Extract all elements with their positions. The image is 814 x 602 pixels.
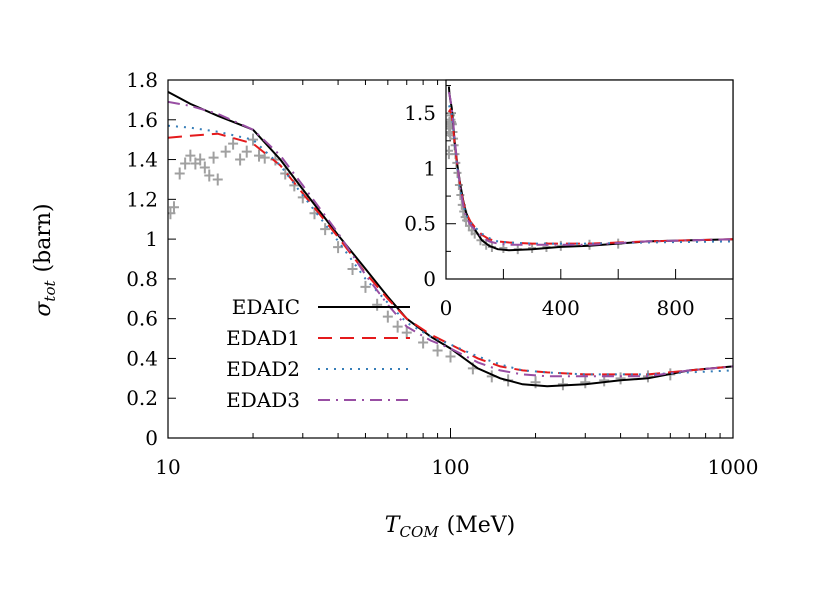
series-line-edad3 [168, 100, 733, 378]
experimental-point [392, 320, 403, 333]
inset-frame [445, 79, 734, 280]
inset-x-tick-label: 400 [542, 296, 580, 320]
experimental-point [372, 298, 383, 311]
experimental-point [347, 262, 358, 275]
experimental-point [280, 167, 291, 180]
inset-y-tick-label: 1 [423, 156, 436, 180]
experimental-point [254, 149, 265, 162]
experimental-point [580, 376, 591, 389]
experimental-point [199, 161, 210, 174]
inset-x-tick-label: 800 [657, 296, 695, 320]
x-tick-label: 10 [155, 455, 180, 479]
inset-plot-area [446, 86, 733, 255]
experimental-point [168, 201, 179, 214]
experimental-point [185, 149, 196, 162]
y-axis-label: σtot(barn) [31, 203, 59, 316]
experimental-point [235, 153, 246, 166]
experimental-point [241, 145, 252, 158]
inset-y-tick-label: 0 [423, 267, 436, 291]
experimental-point [195, 153, 206, 166]
legend-label: EDAIC [232, 295, 300, 319]
experimental-point [642, 370, 653, 383]
experimental-point [204, 169, 215, 182]
main-plot-area [168, 91, 733, 391]
experimental-point [212, 173, 223, 186]
inset-series-line-edad3 [447, 91, 733, 246]
experimental-point [382, 310, 393, 323]
x-tick-label: 100 [431, 455, 469, 479]
experimental-point [615, 372, 626, 385]
experimental-point [401, 326, 412, 339]
experimental-point [248, 133, 259, 146]
x-tick-label: 1000 [708, 455, 759, 479]
y-tick-label: 1.6 [126, 108, 158, 132]
legend-label: EDAD3 [226, 388, 300, 412]
y-tick-label: 0.8 [126, 267, 158, 291]
y-tick-label: 1 [145, 227, 158, 251]
experimental-point [320, 223, 331, 236]
inset-x-tick-label: 0 [440, 296, 453, 320]
experimental-point [208, 151, 219, 164]
experimental-point [432, 344, 443, 357]
experimental-point [360, 280, 371, 293]
experimental-point [220, 145, 231, 158]
inset-y-tick-label: 1.5 [404, 101, 436, 125]
y-tick-label: 1.4 [126, 148, 158, 172]
experimental-point [174, 167, 185, 180]
legend-label: EDAD1 [226, 326, 300, 350]
legend-label: EDAD2 [226, 357, 300, 381]
y-tick-label: 1.8 [126, 68, 158, 92]
experimental-point [418, 336, 429, 349]
y-tick-label: 0.2 [126, 386, 158, 410]
experimental-point [445, 350, 456, 363]
series-line-edad2 [168, 124, 733, 376]
experimental-point [228, 137, 239, 150]
y-tick-label: 0.6 [126, 307, 158, 331]
x-axis-label: TCOM(MeV) [385, 513, 515, 541]
inset-y-tick-label: 0.5 [404, 212, 436, 236]
y-tick-label: 0 [145, 426, 158, 450]
y-tick-label: 1.2 [126, 187, 158, 211]
y-tick-label: 0.4 [126, 346, 158, 370]
experimental-point [180, 157, 191, 170]
